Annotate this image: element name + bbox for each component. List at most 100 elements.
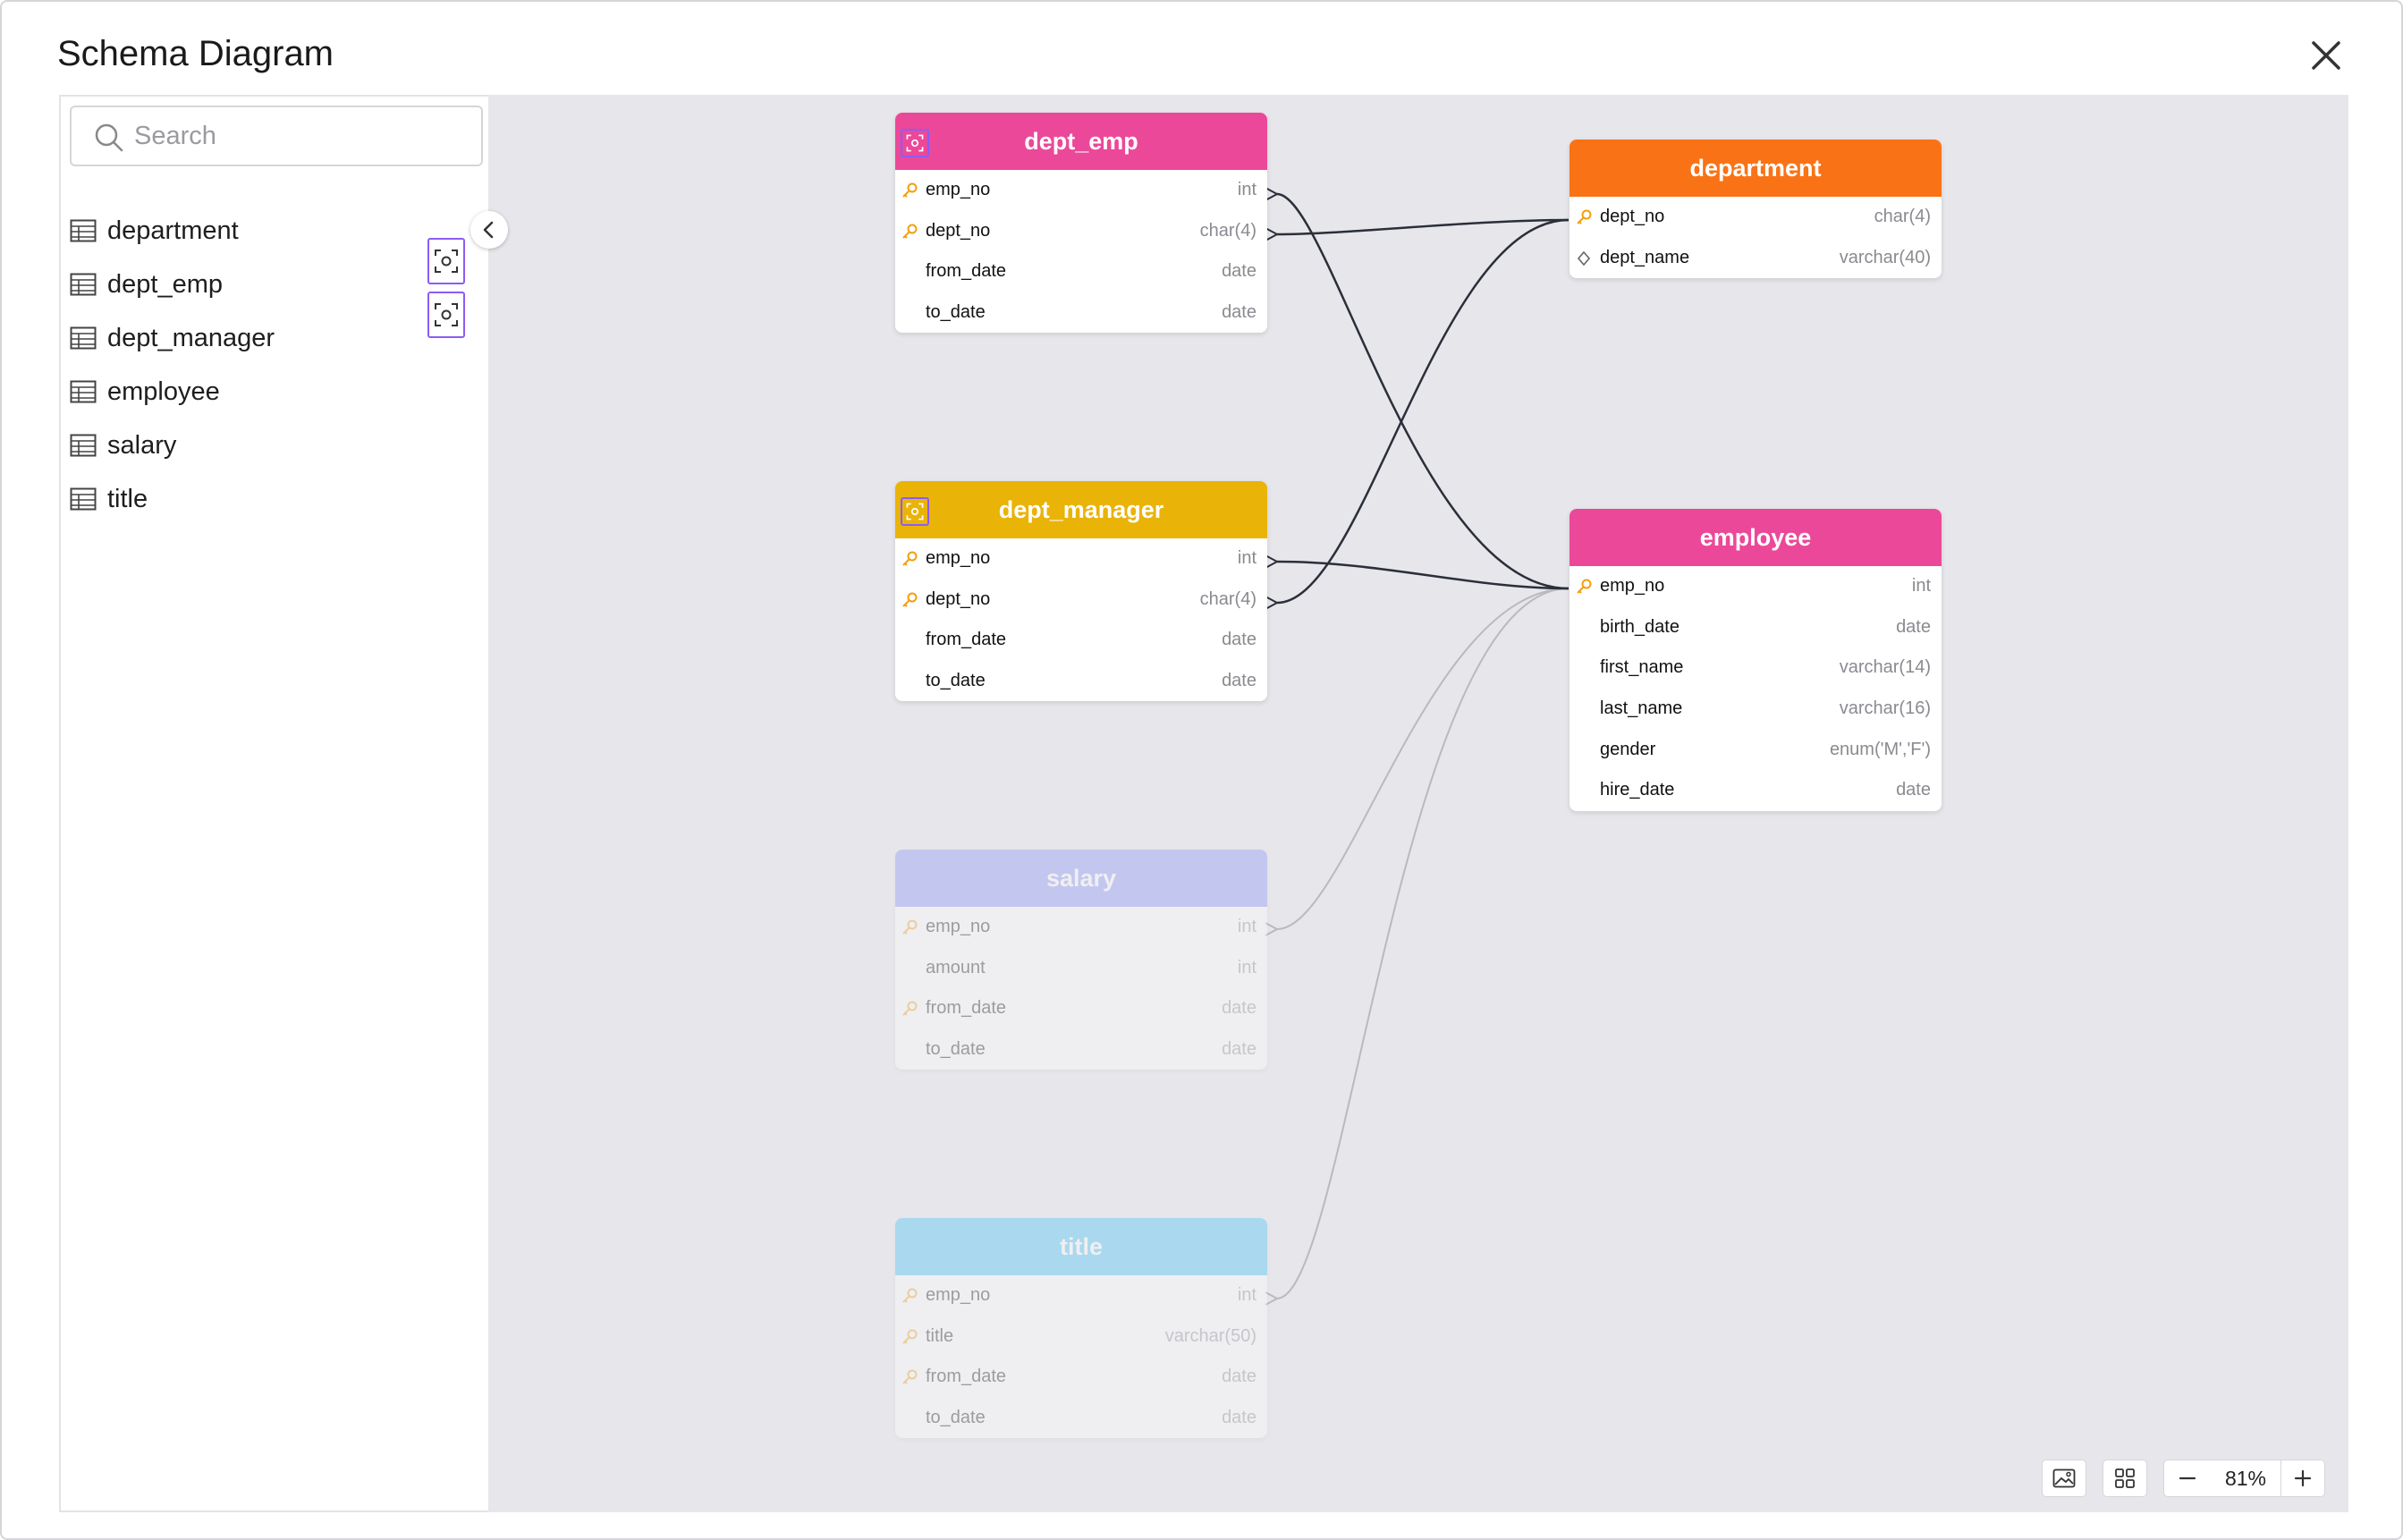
close-button[interactable] xyxy=(2305,34,2348,77)
table-icon xyxy=(70,326,97,350)
sidebar-item-label: dept_emp xyxy=(107,269,223,299)
sidebar-item-employee[interactable]: employee xyxy=(70,367,481,417)
focus-icon xyxy=(435,250,458,273)
key-icon xyxy=(902,592,918,607)
table-header[interactable]: dept_manager xyxy=(895,481,1267,538)
focus-icon[interactable] xyxy=(901,129,929,157)
table-header[interactable]: department xyxy=(1570,140,1942,197)
table-icon xyxy=(70,434,97,457)
key-icon xyxy=(902,1329,918,1344)
table-header[interactable]: employee xyxy=(1570,509,1942,566)
sidebar-item-label: employee xyxy=(107,377,220,406)
sidebar-item-title[interactable]: title xyxy=(70,474,481,524)
focus-dept-manager-button[interactable] xyxy=(427,292,465,338)
grid-icon xyxy=(2115,1468,2135,1488)
focus-icon xyxy=(435,303,458,326)
zoom-in-button[interactable] xyxy=(2280,1460,2325,1497)
sidebar-item-label: title xyxy=(107,484,148,513)
sidebar-item-label: dept_manager xyxy=(107,323,275,352)
sidebar-item-label: salary xyxy=(107,430,177,460)
sidebar-item-salary[interactable]: salary xyxy=(70,420,481,470)
sidebar-item-dept-emp[interactable]: dept_emp xyxy=(70,259,481,309)
table-header[interactable]: dept_emp xyxy=(895,113,1267,170)
key-icon xyxy=(1577,209,1592,224)
crowfoot-mark xyxy=(1265,554,1278,569)
table-name: dept_emp xyxy=(1024,127,1138,155)
table-icon xyxy=(70,487,97,511)
table-name: title xyxy=(1059,1232,1103,1260)
table-icon xyxy=(70,219,97,242)
edge-dept-manager-employee xyxy=(1276,560,1570,590)
focus-dept-emp-button[interactable] xyxy=(427,238,465,284)
chevron-left-icon xyxy=(483,221,494,239)
table-header[interactable]: salary xyxy=(895,850,1267,907)
table-name: employee xyxy=(1699,523,1812,551)
key-icon xyxy=(902,224,918,239)
search-icon xyxy=(95,123,123,152)
image-icon xyxy=(2052,1468,2076,1488)
table-list-sidebar: department dept_emp dept_manager employe… xyxy=(59,95,488,1512)
edge-dept-emp-employee xyxy=(1276,192,1570,590)
table-icon xyxy=(70,380,97,403)
edge-title-employee xyxy=(1276,588,1570,1299)
auto-layout-button[interactable] xyxy=(2103,1460,2147,1497)
sidebar-item-department[interactable]: department xyxy=(70,206,481,256)
zoom-level: 81% xyxy=(2210,1460,2281,1497)
crowfoot-mark xyxy=(1265,1291,1278,1306)
focus-icon[interactable] xyxy=(901,497,929,526)
edge-salary-employee xyxy=(1276,588,1570,930)
sidebar-item-label: department xyxy=(107,216,239,245)
export-image-button[interactable] xyxy=(2042,1460,2086,1497)
table-name: department xyxy=(1689,154,1822,182)
sidebar-item-dept-manager[interactable]: dept_manager xyxy=(70,313,481,363)
edge-dept-emp-department xyxy=(1276,218,1570,236)
plus-icon xyxy=(2294,1469,2312,1487)
crowfoot-mark xyxy=(1265,187,1278,201)
minus-icon xyxy=(2179,1477,2196,1480)
close-icon xyxy=(2312,41,2340,70)
edge-dept-manager-department xyxy=(1276,218,1570,605)
table-name: dept_manager xyxy=(998,495,1164,523)
table-name: salary xyxy=(1045,864,1117,892)
search-box xyxy=(70,106,483,166)
modal-title: Schema Diagram xyxy=(57,34,334,73)
key-icon xyxy=(902,919,918,935)
collapse-sidebar-button[interactable] xyxy=(470,211,508,249)
diamond-icon xyxy=(1577,250,1591,266)
zoom-out-button[interactable] xyxy=(2163,1460,2211,1497)
crowfoot-mark xyxy=(1265,922,1278,936)
table-icon xyxy=(70,273,97,296)
table-header[interactable]: title xyxy=(895,1218,1267,1275)
search-input[interactable] xyxy=(134,116,465,156)
key-icon xyxy=(902,182,918,198)
